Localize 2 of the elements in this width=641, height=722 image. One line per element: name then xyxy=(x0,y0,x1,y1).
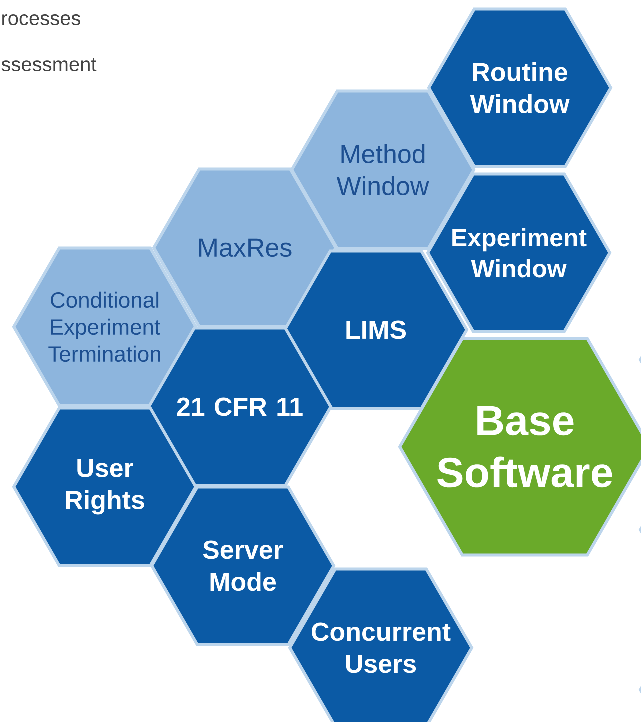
text-line: ssessment xyxy=(2,58,97,72)
text-line: rocesses xyxy=(2,14,80,26)
